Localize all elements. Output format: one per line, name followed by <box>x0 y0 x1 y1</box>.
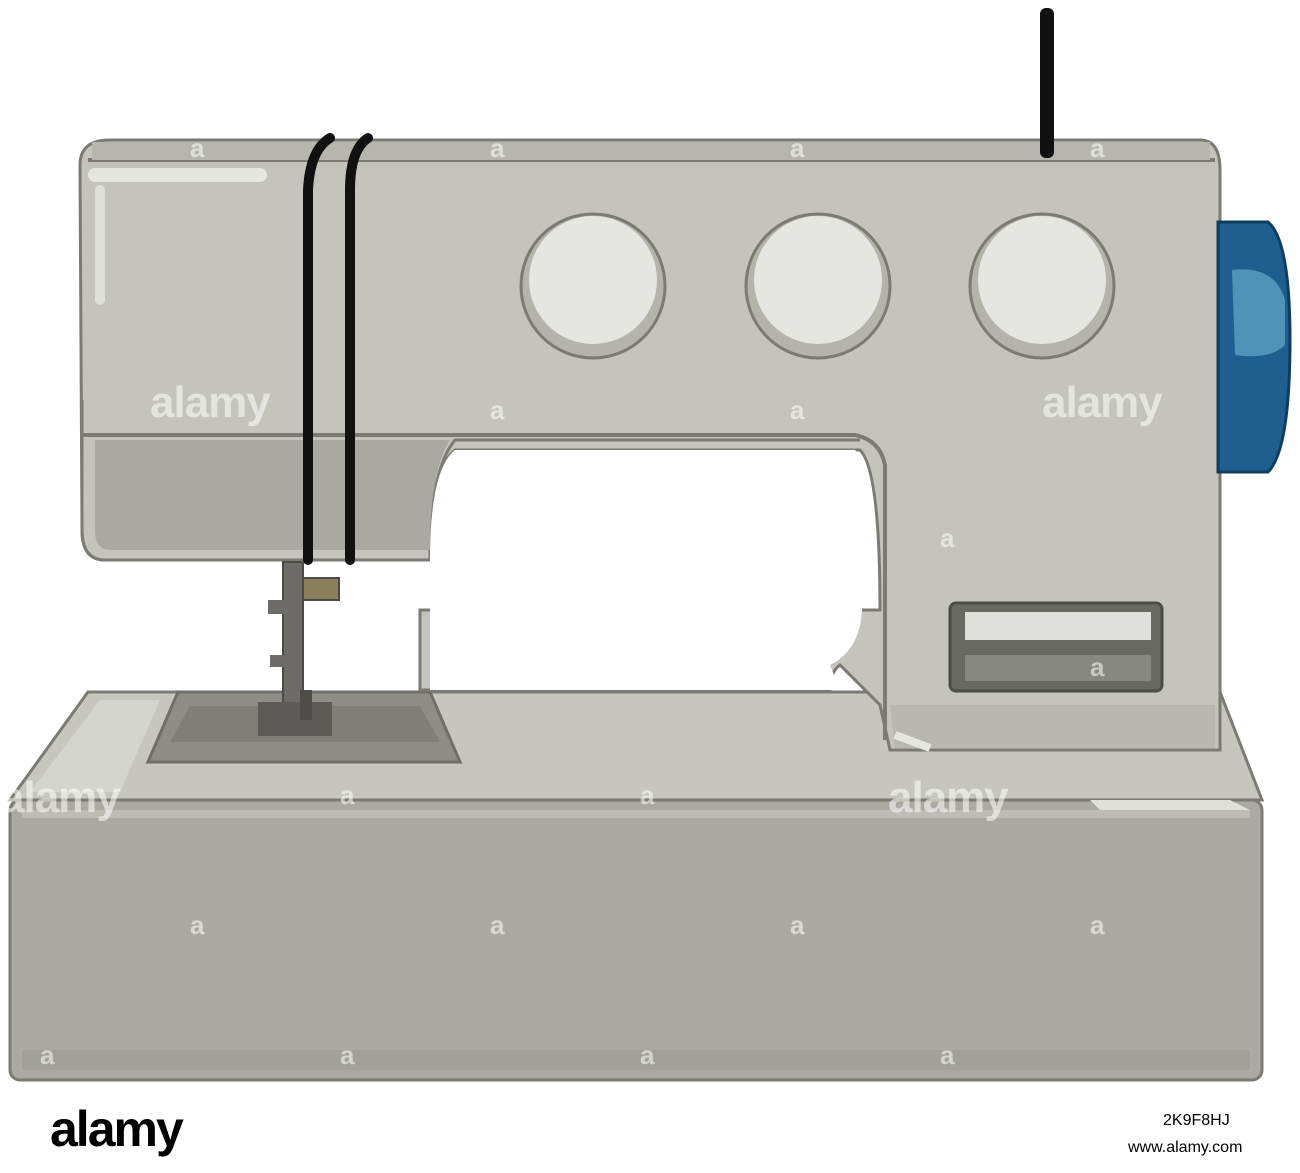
watermark-letter: a <box>490 133 505 163</box>
watermark-letter: a <box>190 910 205 940</box>
spool-pin <box>1040 8 1054 158</box>
machine-body <box>78 138 1222 752</box>
watermark-letter: a <box>340 780 355 810</box>
watermark-letter: a <box>340 1040 355 1070</box>
footer-logo: alamy <box>50 1101 184 1157</box>
watermark-text: alamy <box>150 378 271 427</box>
watermark-text: alamy <box>0 773 121 822</box>
thread <box>303 133 373 565</box>
watermark-letter: a <box>1090 910 1105 940</box>
watermark-letter: a <box>940 1040 955 1070</box>
watermark-letter: a <box>490 910 505 940</box>
dial-knobs <box>519 212 1116 360</box>
watermark-letter: a <box>1090 652 1105 682</box>
watermark-text: alamy <box>888 773 1009 822</box>
watermark-letter: a <box>1090 133 1105 163</box>
watermark-letter: a <box>940 523 955 553</box>
watermark-letter: a <box>490 395 505 425</box>
presser-foot <box>258 561 340 736</box>
watermark-letter: a <box>790 910 805 940</box>
footer-url: www.alamy.com <box>1128 1139 1243 1156</box>
sewing-machine-illustration <box>7 8 1292 1082</box>
side-panel <box>948 601 1164 693</box>
watermark-letter: a <box>190 133 205 163</box>
watermark-letter: a <box>40 1040 55 1070</box>
watermark-letter: a <box>640 780 655 810</box>
arm-opening <box>430 450 863 690</box>
footer-image-id: 2K9F8HJ <box>1163 1112 1230 1129</box>
watermark-letter: a <box>790 395 805 425</box>
handwheel <box>1216 220 1292 474</box>
watermark-letter: a <box>640 1040 655 1070</box>
stock-footer: alamy 2K9F8HJ www.alamy.com <box>0 1090 1300 1173</box>
watermark-letter: a <box>790 133 805 163</box>
watermark-text: alamy <box>1042 378 1163 427</box>
